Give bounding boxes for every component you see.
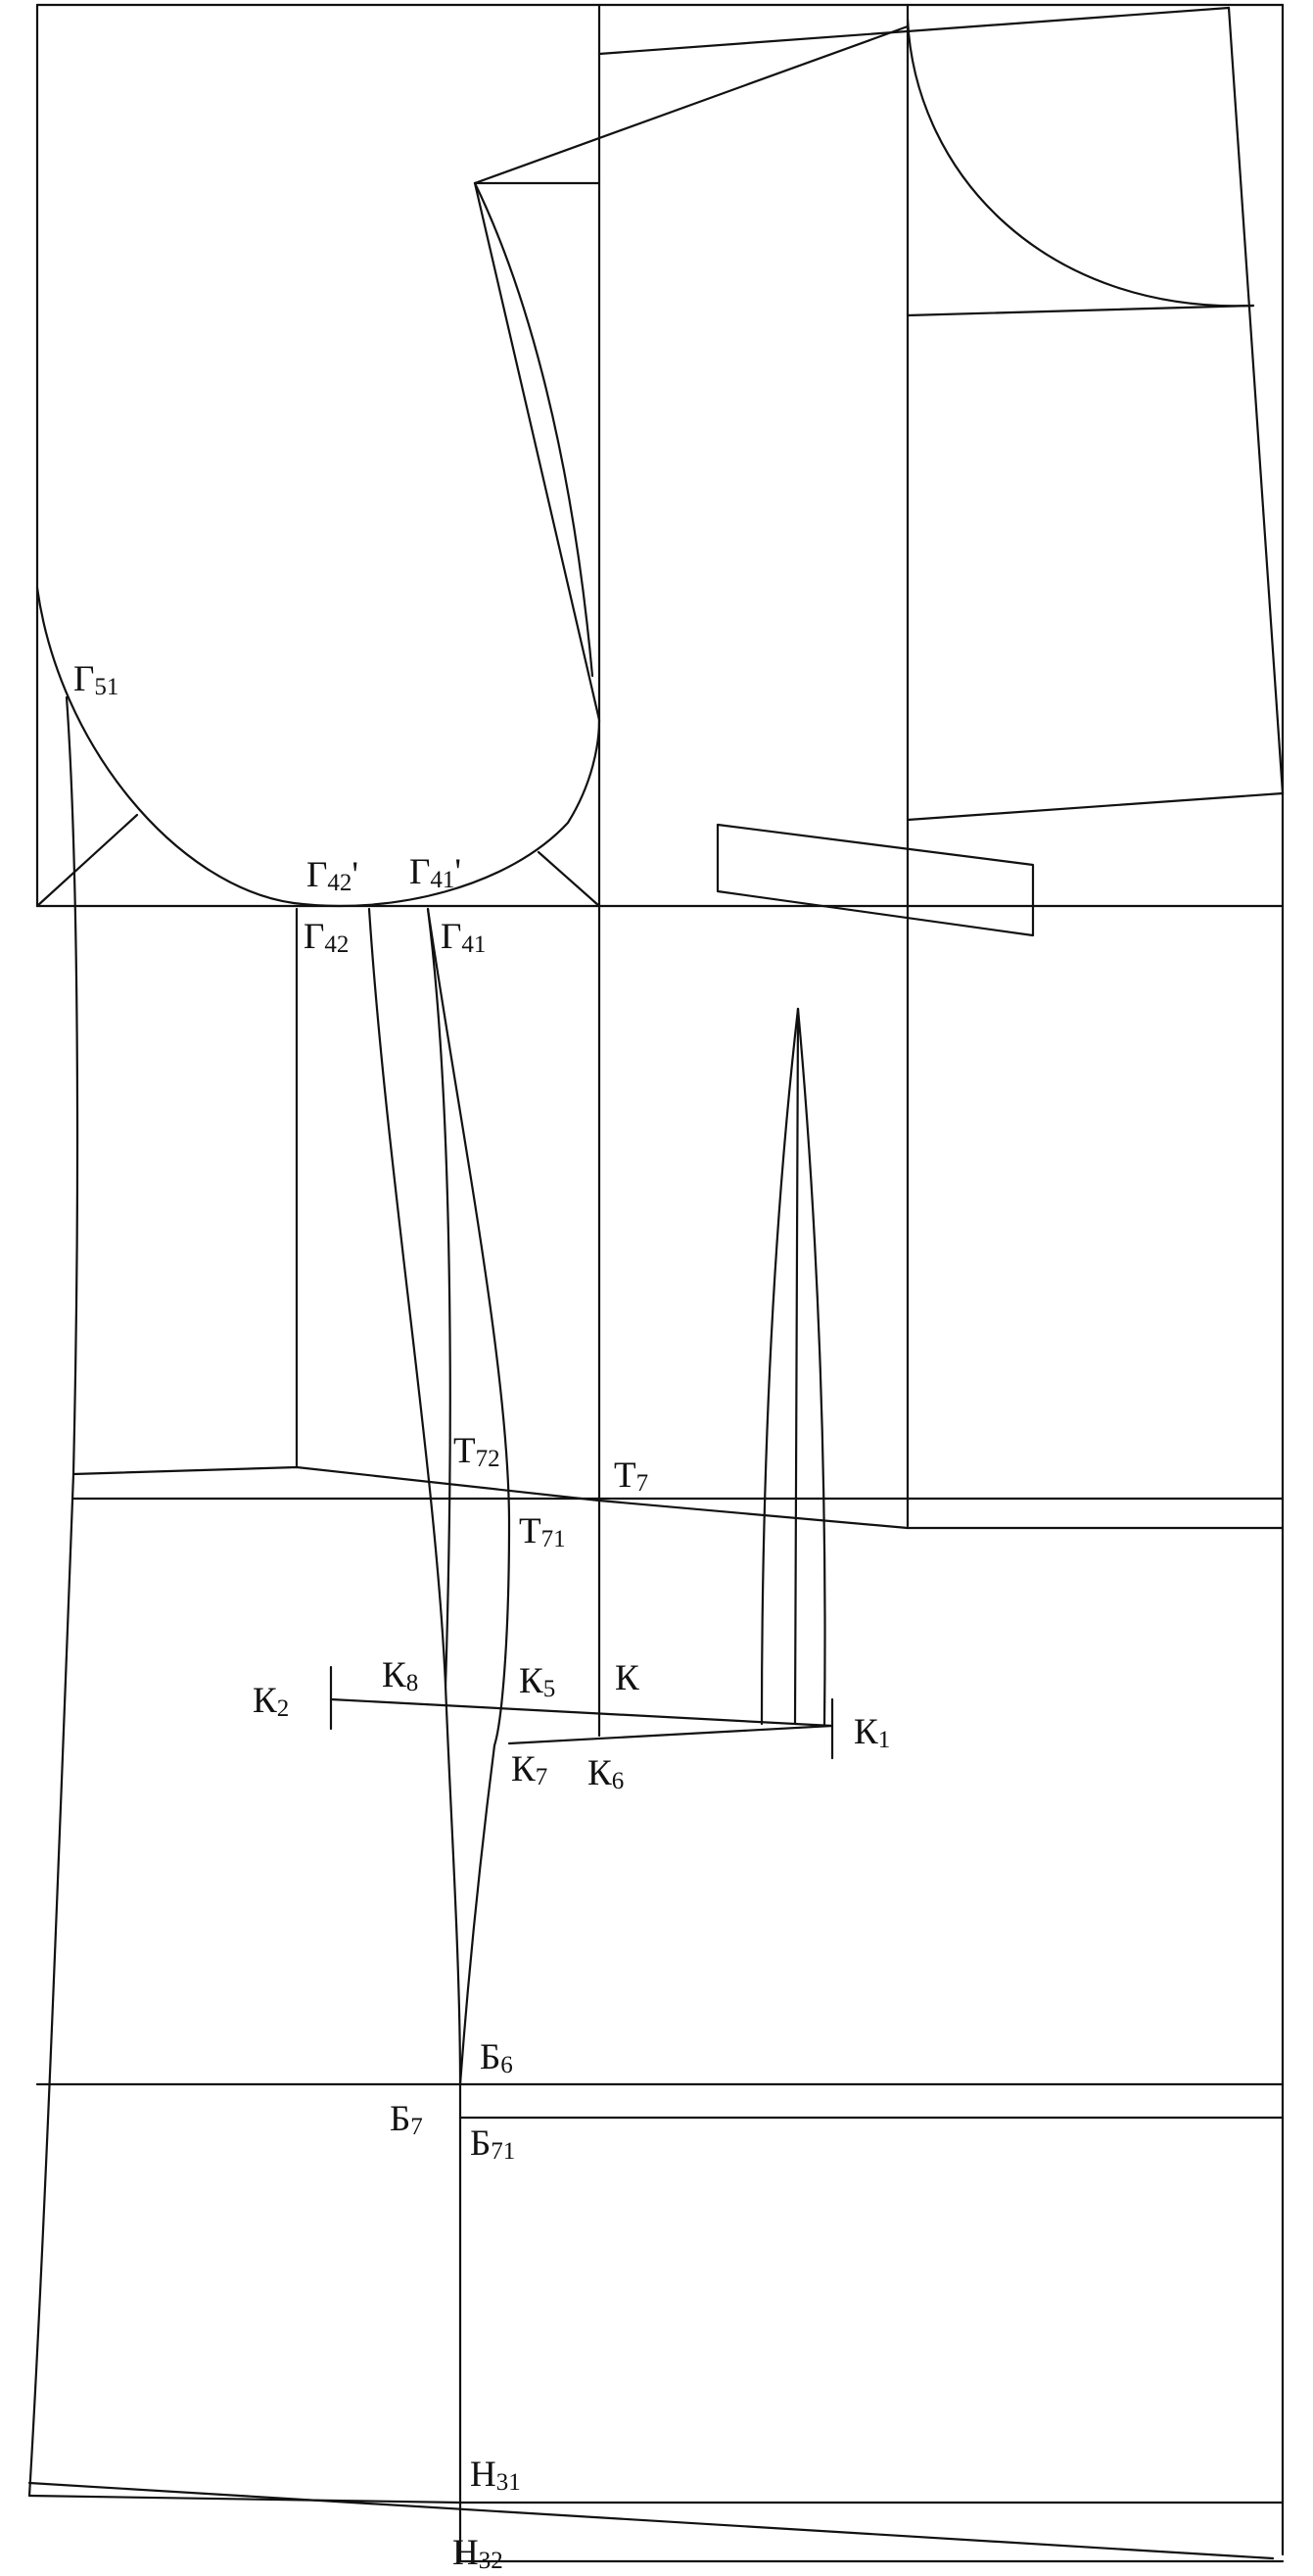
label-k5: К5 bbox=[519, 1661, 555, 1702]
waist-line-back bbox=[71, 1465, 910, 1530]
hem-line-slanted bbox=[27, 2481, 1275, 2560]
label-g42-prime: Г42' bbox=[306, 855, 358, 896]
front-shoulder-slope bbox=[1227, 6, 1285, 795]
dart-line-inner bbox=[473, 181, 594, 678]
side-seam-guide bbox=[426, 907, 451, 1689]
armhole-bisector-right bbox=[537, 850, 601, 908]
front-neckline-curve bbox=[906, 18, 1255, 308]
label-k2: К2 bbox=[253, 1681, 289, 1722]
label-g42: Г42 bbox=[304, 917, 349, 958]
label-t72: Т72 bbox=[453, 1431, 500, 1472]
label-b7: Б7 bbox=[390, 2099, 423, 2140]
label-g41-prime: Г41' bbox=[409, 852, 461, 893]
back-shoulder-line bbox=[473, 24, 910, 185]
draft-lines bbox=[27, 3, 1285, 2563]
pocket-line-lower bbox=[507, 1724, 834, 1745]
chest-line-front bbox=[906, 791, 1285, 822]
label-h31: Н31 bbox=[470, 2455, 521, 2496]
hem-line bbox=[27, 2494, 1285, 2504]
front-dart-center bbox=[793, 1007, 800, 1726]
label-b71: Б71 bbox=[470, 2123, 515, 2165]
side-seam-front-panel bbox=[426, 907, 511, 2086]
shoulder-line-front bbox=[597, 6, 1231, 56]
label-k1: К1 bbox=[854, 1712, 890, 1753]
armhole-curve bbox=[35, 586, 601, 908]
back-side-seam bbox=[27, 695, 79, 2498]
label-k6: К6 bbox=[587, 1753, 624, 1794]
label-t7: Т7 bbox=[614, 1455, 648, 1497]
label-g51: Г51 bbox=[73, 659, 118, 700]
armhole-bisector-left bbox=[35, 813, 139, 908]
side-seam-back-panel bbox=[367, 907, 462, 2086]
front-dart-left bbox=[760, 1007, 800, 1726]
label-k7: К7 bbox=[511, 1749, 547, 1790]
label-k: К bbox=[615, 1658, 639, 1698]
label-t71: Т71 bbox=[519, 1511, 566, 1552]
dart-line-outer bbox=[473, 181, 601, 722]
label-g41: Г41 bbox=[441, 917, 486, 958]
pocket-line bbox=[329, 1697, 834, 1728]
label-h32: Н32 bbox=[452, 2533, 503, 2574]
neck-depth-line bbox=[906, 304, 1255, 317]
pocket-welt bbox=[716, 823, 1035, 937]
point-labels: Г51 Г42' Г41' Г42 Г41 Т72 Т7 Т71 К2 К8 К… bbox=[73, 659, 890, 2574]
front-dart-right bbox=[796, 1007, 826, 1726]
label-k8: К8 bbox=[382, 1655, 418, 1696]
label-b6: Б6 bbox=[480, 2037, 513, 2078]
